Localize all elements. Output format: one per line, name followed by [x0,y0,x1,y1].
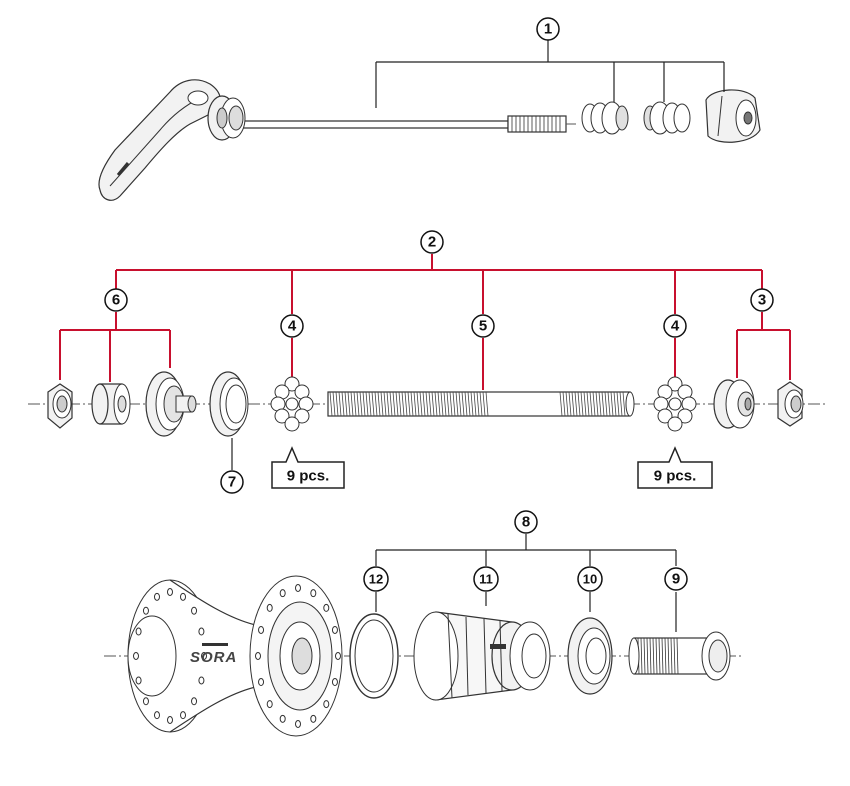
spacer-left [91,383,131,425]
axle [327,391,635,417]
callout-6: 6 [104,288,128,312]
callout-1-label: 1 [544,21,552,38]
callout-12-label: 12 [369,572,383,587]
qr-adjusting-nut [705,89,761,143]
dust-cap [209,371,249,437]
callouts: 1 2 3 4 4 5 6 7 8 9 10 11 12 [104,17,774,592]
qr-spring-left [581,101,629,135]
cone-right [713,379,755,429]
callout-8-label: 8 [522,514,530,531]
callout-7: 7 [220,470,244,494]
freehub-fixing-bolt [628,631,731,681]
axle-assembly: 9 pcs. 9 pcs. [28,254,828,489]
cone-left [145,371,197,437]
qr-cam-body [207,95,246,141]
qr-lever [98,79,221,201]
callout-3-label: 3 [758,292,766,309]
qr-spring-right [643,101,691,135]
callout-4-right: 4 [663,314,687,338]
spacer-ring [349,613,399,699]
callout-8: 8 [514,510,538,534]
skewer-rod [225,115,576,133]
callout-11: 11 [473,566,499,592]
ball-bearings-right [653,376,697,432]
callout-4-left: 4 [280,314,304,338]
callout-10-label: 10 [583,572,597,587]
callout-7-label: 7 [228,474,236,491]
callout-6-label: 6 [112,292,120,309]
callout-1-leaders [375,40,725,108]
callout-8-leaders [375,534,677,632]
freehub-washer [567,617,613,695]
callout-11-label: 11 [479,572,493,587]
callout-4-right-label: 4 [671,318,680,335]
quick-release-assembly [98,40,761,201]
lock-nut-right [777,381,804,427]
callout-5-label: 5 [479,318,487,335]
ball-count-note-right: 9 pcs. [637,446,713,489]
freehub-body [413,611,551,701]
hub-logo: SORA [190,649,237,666]
ball-count-left-text: 9 pcs. [287,468,330,485]
callout-2: 2 [420,230,444,254]
callout-3-leaders [736,312,791,380]
hub-body-assembly: SORA [104,534,744,737]
hub-shell: SORA [127,575,343,737]
ball-count-right-text: 9 pcs. [654,468,697,485]
ball-count-note-left: 9 pcs. [271,446,345,489]
callout-3: 3 [750,288,774,312]
callout-4-left-label: 4 [288,318,297,335]
callout-5: 5 [471,314,495,338]
callout-1: 1 [536,17,560,41]
callout-2-leaders [115,254,763,314]
lock-nut-left [47,383,73,429]
callout-10: 10 [577,566,603,592]
callout-12: 12 [363,566,389,592]
callout-2-label: 2 [428,234,436,251]
ball-bearings-left [270,376,314,432]
callout-9-label: 9 [672,571,680,588]
callout-6-leaders [59,312,171,382]
callout-9: 9 [664,567,688,591]
